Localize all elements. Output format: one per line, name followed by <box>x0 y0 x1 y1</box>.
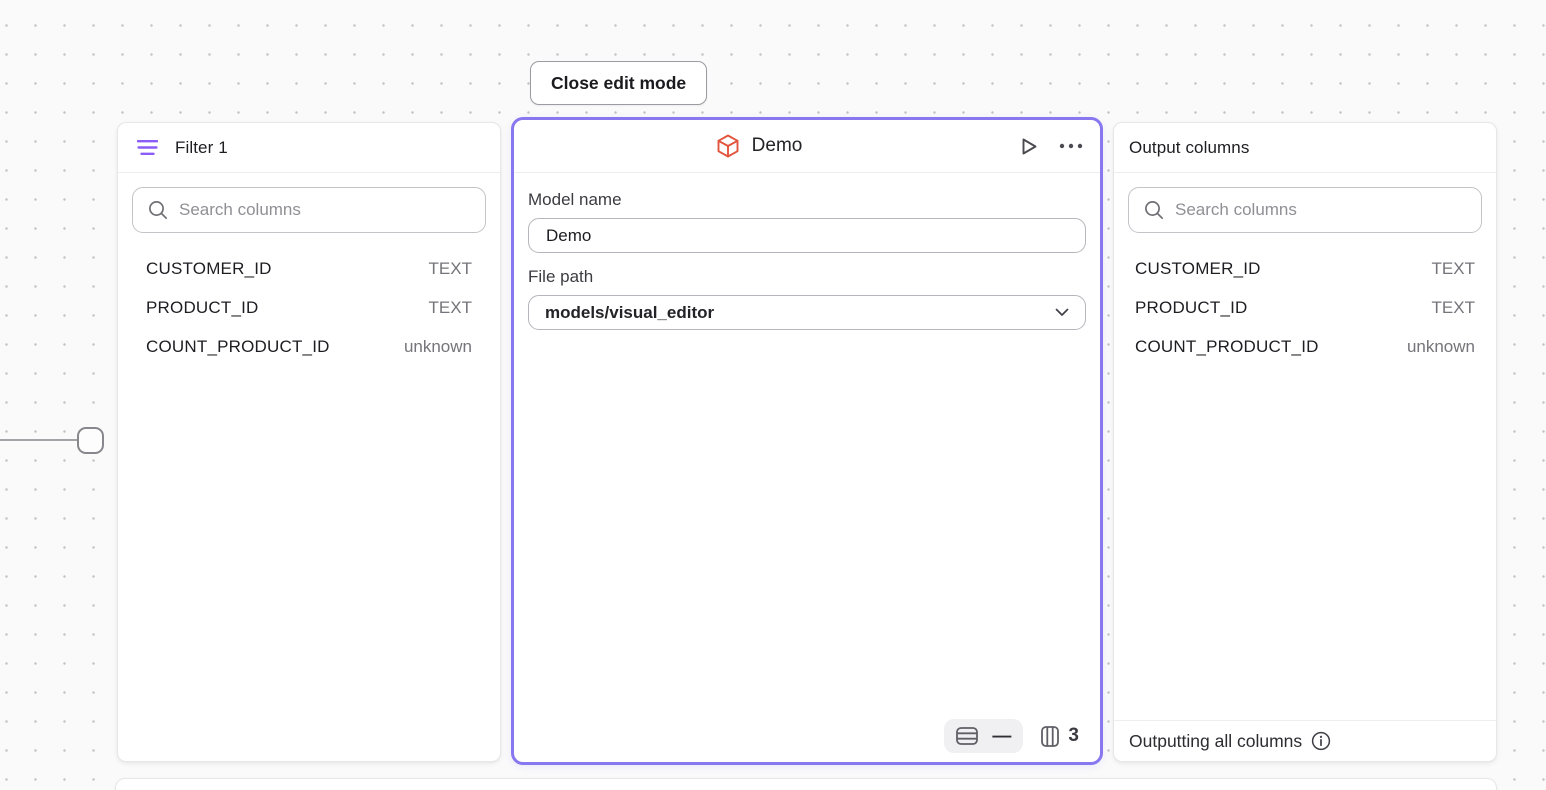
column-type: TEXT <box>429 259 472 279</box>
file-path-select[interactable]: models/visual_editor <box>528 295 1086 330</box>
row-count-stat[interactable]: — <box>944 719 1023 753</box>
model-node-panel: Demo Model nam <box>511 117 1103 765</box>
edge-connector-line <box>0 439 78 441</box>
column-row[interactable]: CUSTOMER_ID TEXT <box>146 249 472 288</box>
column-type: unknown <box>1407 337 1475 357</box>
column-row[interactable]: CUSTOMER_ID TEXT <box>1135 249 1475 288</box>
model-stats-bar: — 3 <box>944 719 1079 753</box>
table-columns-icon <box>1041 726 1059 747</box>
filter-search <box>132 187 486 233</box>
column-row[interactable]: PRODUCT_ID TEXT <box>146 288 472 327</box>
file-path-label: File path <box>528 267 1086 287</box>
output-column-list: CUSTOMER_ID TEXT PRODUCT_ID TEXT COUNT_P… <box>1114 249 1496 366</box>
column-name: CUSTOMER_ID <box>146 259 272 279</box>
output-panel-header: Output columns <box>1114 123 1496 173</box>
filter-panel-title: Filter 1 <box>175 138 228 158</box>
column-type: unknown <box>404 337 472 357</box>
model-cube-icon <box>717 134 739 158</box>
column-name: PRODUCT_ID <box>1135 298 1248 318</box>
filter-column-list: CUSTOMER_ID TEXT PRODUCT_ID TEXT COUNT_P… <box>118 249 500 366</box>
ellipsis-icon <box>1059 143 1083 149</box>
column-name: COUNT_PRODUCT_ID <box>146 337 330 357</box>
file-path-value: models/visual_editor <box>545 303 714 323</box>
model-name-label: Model name <box>528 190 1086 210</box>
model-title-group: Demo <box>514 134 1100 158</box>
filter-icon <box>137 139 158 156</box>
filter-search-input[interactable] <box>132 187 486 233</box>
model-name-input[interactable] <box>528 218 1086 253</box>
info-icon[interactable] <box>1311 731 1331 751</box>
model-header-actions <box>1018 120 1083 172</box>
bottom-panel-edge[interactable] <box>115 778 1497 790</box>
row-count-value: — <box>992 727 1011 746</box>
column-type: TEXT <box>1432 298 1475 318</box>
chevron-down-icon <box>1055 308 1069 317</box>
model-panel-title: Demo <box>752 135 803 157</box>
filter-panel-header: Filter 1 <box>118 123 500 173</box>
column-name: PRODUCT_ID <box>146 298 259 318</box>
output-footer-text: Outputting all columns <box>1129 731 1302 752</box>
column-row[interactable]: PRODUCT_ID TEXT <box>1135 288 1475 327</box>
output-panel-title: Output columns <box>1129 138 1249 158</box>
close-edit-mode-button[interactable]: Close edit mode <box>530 61 707 105</box>
column-count-value: 3 <box>1068 725 1079 747</box>
model-panel-header: Demo <box>514 120 1100 173</box>
column-count-stat[interactable]: 3 <box>1041 725 1079 747</box>
column-type: TEXT <box>1432 259 1475 279</box>
table-rows-icon <box>956 727 978 745</box>
more-menu-button[interactable] <box>1059 143 1083 149</box>
column-name: COUNT_PRODUCT_ID <box>1135 337 1319 357</box>
column-type: TEXT <box>429 298 472 318</box>
output-search <box>1128 187 1482 233</box>
column-name: CUSTOMER_ID <box>1135 259 1261 279</box>
output-search-input[interactable] <box>1128 187 1482 233</box>
play-icon <box>1018 135 1040 158</box>
output-footer: Outputting all columns <box>1114 720 1496 761</box>
model-panel-body: Model name File path models/visual_edito… <box>514 173 1100 330</box>
column-row[interactable]: COUNT_PRODUCT_ID unknown <box>1135 327 1475 366</box>
filter-node-panel: Filter 1 CUSTOMER_ID TEXT PRODUCT_ID TEX… <box>117 122 501 762</box>
edge-connection-handle[interactable] <box>77 427 104 454</box>
run-model-button[interactable] <box>1018 135 1040 158</box>
output-columns-panel: Output columns CUSTOMER_ID TEXT PRODUCT_… <box>1113 122 1497 762</box>
column-row[interactable]: COUNT_PRODUCT_ID unknown <box>146 327 472 366</box>
